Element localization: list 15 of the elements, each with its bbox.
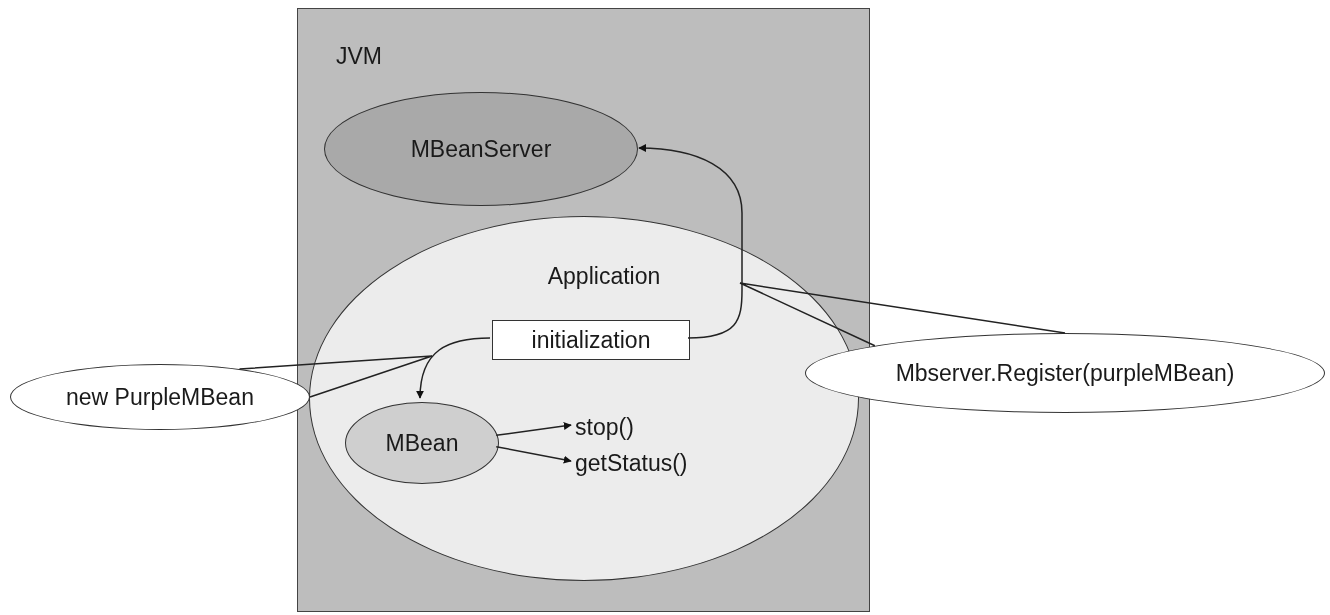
node-label: stop() [575, 413, 634, 441]
node-label: Mbserver.Register(purpleMBean) [895, 359, 1235, 387]
arrow [416, 337, 491, 399]
node-label: Application [547, 263, 661, 290]
arrow [495, 445, 572, 464]
jvm-container [297, 8, 870, 612]
node-label: MBeanServer [410, 135, 552, 163]
node-label: MBean [385, 429, 459, 457]
node-label: initialization [531, 326, 651, 354]
arrow [495, 422, 572, 437]
node-label: getStatus() [575, 449, 688, 477]
arrow [638, 144, 743, 339]
process-box [492, 320, 690, 360]
node-label: JVM [336, 43, 382, 70]
node-label: new PurpleMBean [66, 383, 254, 411]
